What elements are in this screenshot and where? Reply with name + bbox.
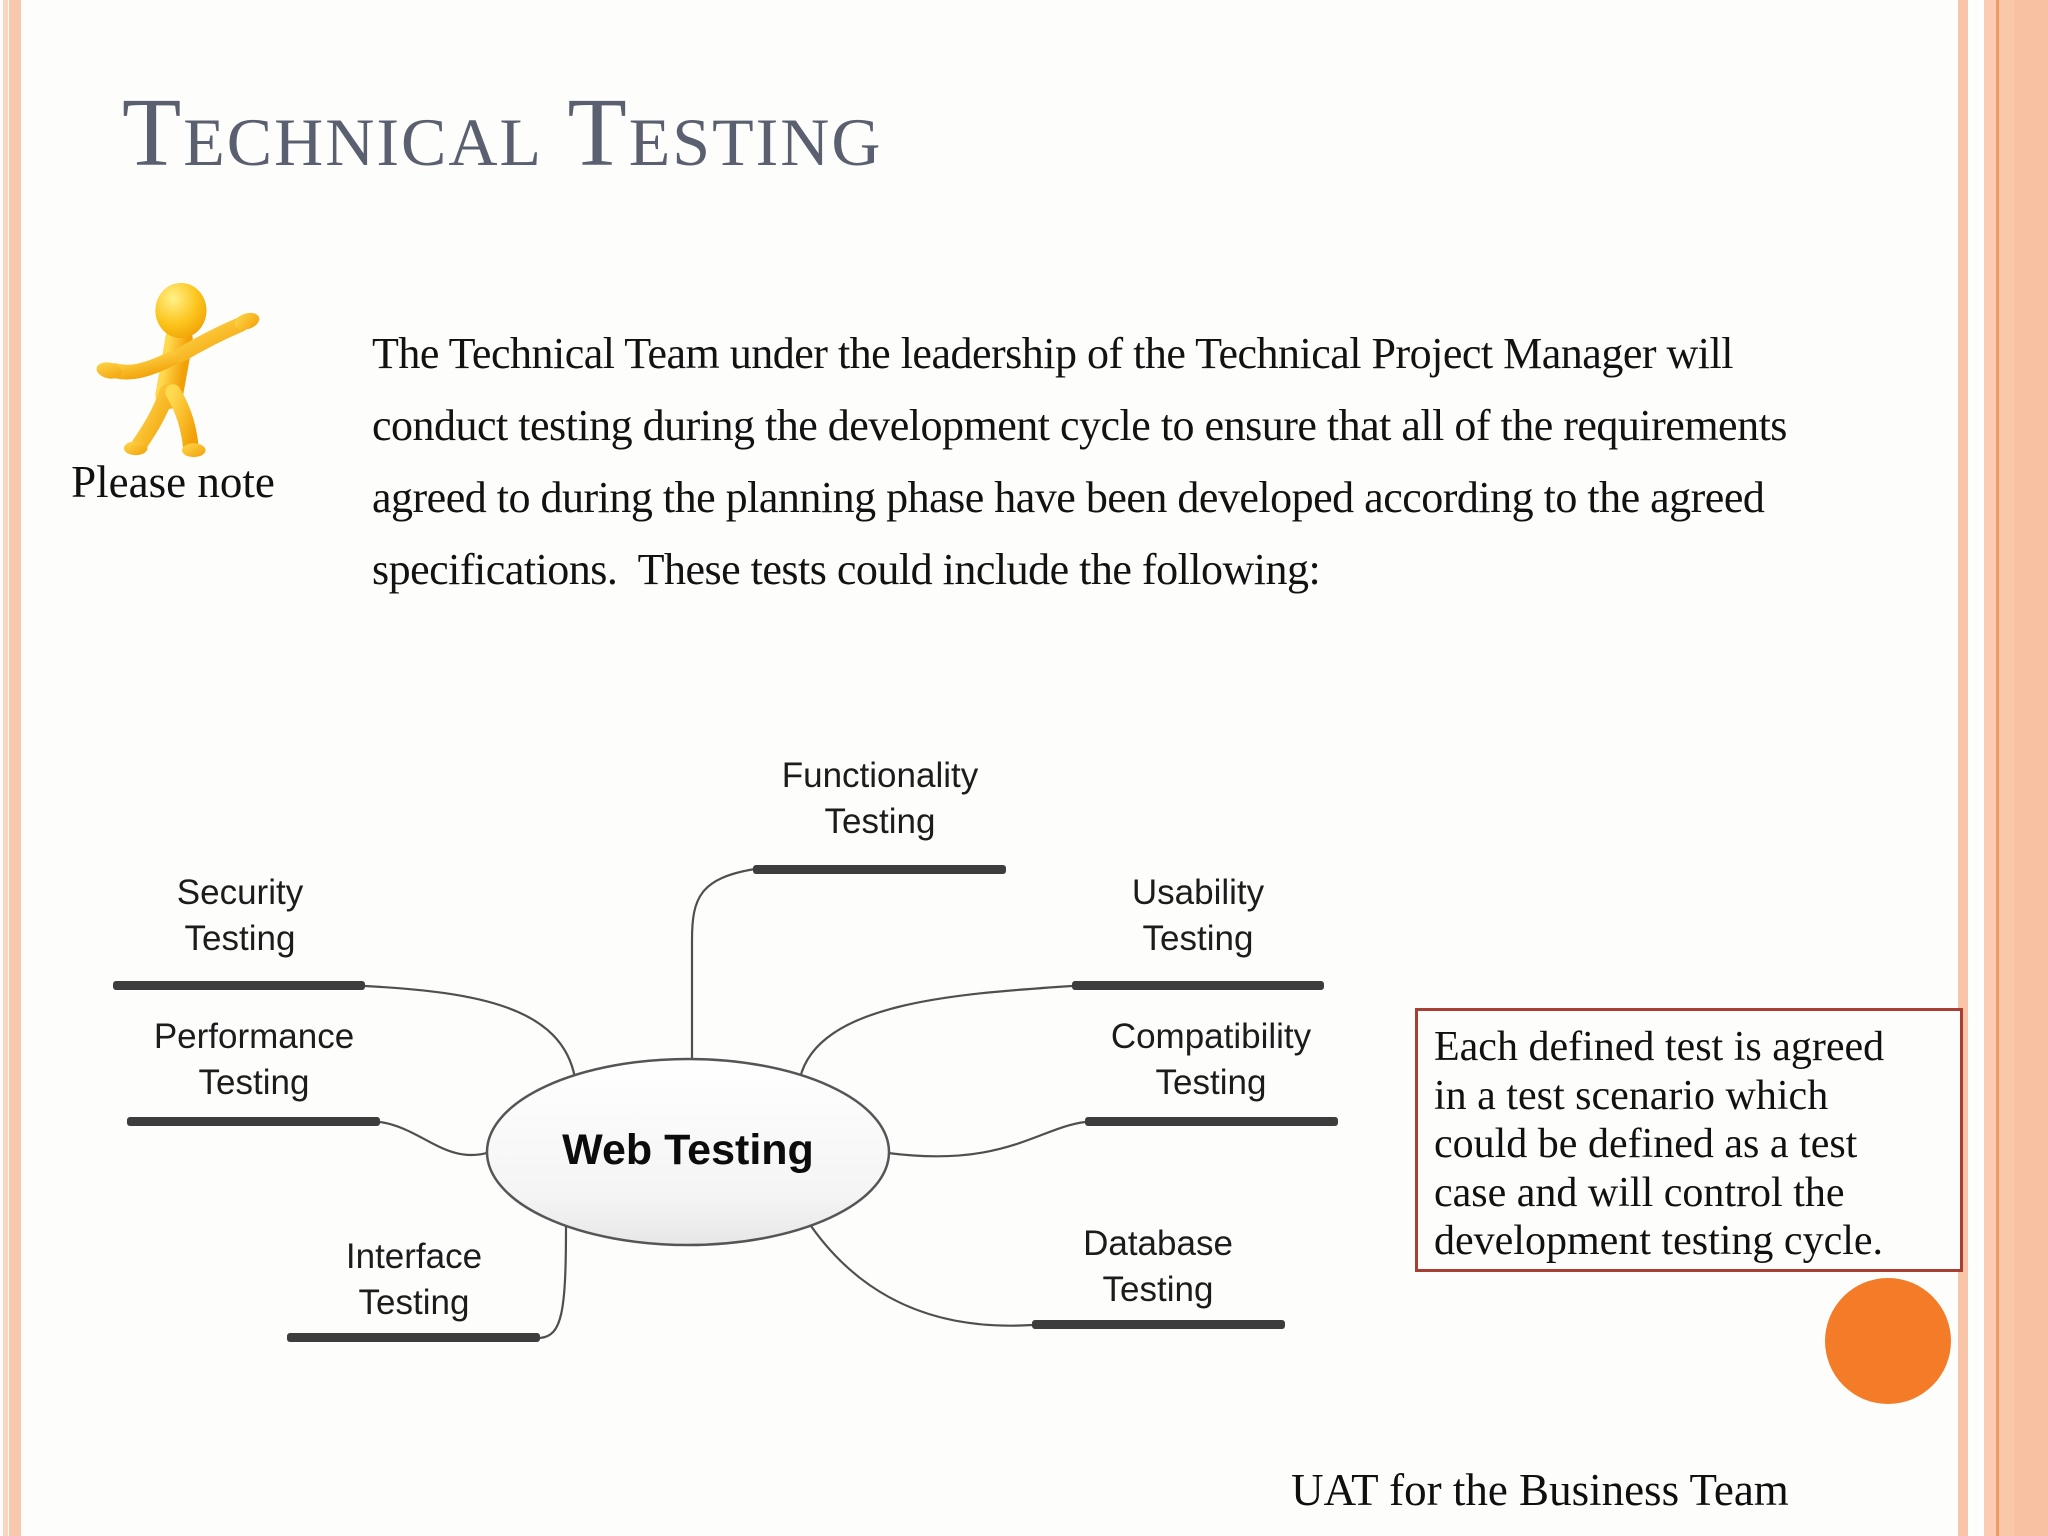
intro-paragraph: The Technical Team under the leadership … [372,318,1932,606]
compatibility-bar [1085,1117,1338,1126]
node-compatibility-testing: Compatibility Testing [1051,1014,1371,1106]
callout-line: case and will control the [1434,1169,1845,1216]
node-label-line: Interface [345,1237,483,1276]
usability-bar [1072,981,1324,990]
right-band-outer [2014,0,2048,1536]
interface-bar [287,1333,540,1342]
node-performance-testing: Performance Testing [94,1014,414,1106]
right-band-accent-line [1996,0,1999,1536]
paragraph-line: agreed to during the planning phase have… [372,473,1765,522]
left-stripe-wide [9,0,21,1536]
web-testing-ellipse [485,1057,891,1247]
callout-box: Each defined test is agreed in a test sc… [1415,1008,1963,1272]
node-label-line: Performance [153,1017,355,1056]
web-testing-label: Web Testing [562,1126,814,1174]
security-bar [113,981,365,990]
node-label-line: Testing [1155,1063,1267,1102]
callout-line: development testing cycle. [1434,1218,1884,1264]
node-functionality-testing: Functionality Testing [720,753,1040,845]
database-bar [1032,1320,1285,1329]
node-label-line: Usability [1131,873,1265,912]
node-security-testing: Security Testing [80,870,400,962]
paragraph-line: conduct testing during the development c… [372,401,1787,450]
node-label-line: Security [176,873,304,912]
node-database-testing: Database Testing [998,1221,1318,1313]
node-label-line: Testing [358,1283,470,1322]
orange-circle-decoration [1825,1278,1951,1404]
footer-caption: UAT for the Business Team [1291,1465,1789,1515]
callout-line: could be defined as a test [1434,1121,1858,1167]
node-label-line: Compatibility [1110,1017,1312,1056]
right-stripe-thin [1958,0,1968,1536]
node-label-line: Testing [198,1063,310,1102]
node-label-line: Testing [824,802,936,841]
functionality-bar [753,865,1006,874]
performance-bar [127,1117,380,1126]
paragraph-line: specifications. These tests could includ… [372,545,1321,594]
callout-line: Each defined test is agreed [1434,1024,1885,1070]
node-label-line: Testing [1142,919,1254,958]
node-usability-testing: Usability Testing [1038,870,1358,962]
node-label-line: Database [1083,1224,1233,1263]
callout-line: in a test scenario which [1434,1072,1829,1119]
person-icon [96,282,260,458]
page-title: Technical Testing [122,79,883,186]
connector-curves [364,867,1086,1340]
paragraph-line: The Technical Team under the leadership … [372,329,1733,378]
node-interface-testing: Interface Testing [254,1234,574,1326]
branch-bars [113,865,1338,1342]
left-stripe-thin [3,0,8,1536]
node-label-line: Functionality [781,756,979,795]
please-note-caption: Please note [71,457,275,507]
node-label-line: Testing [1102,1270,1214,1309]
node-label-line: Testing [184,919,296,958]
right-band-inner [1999,0,2014,1536]
